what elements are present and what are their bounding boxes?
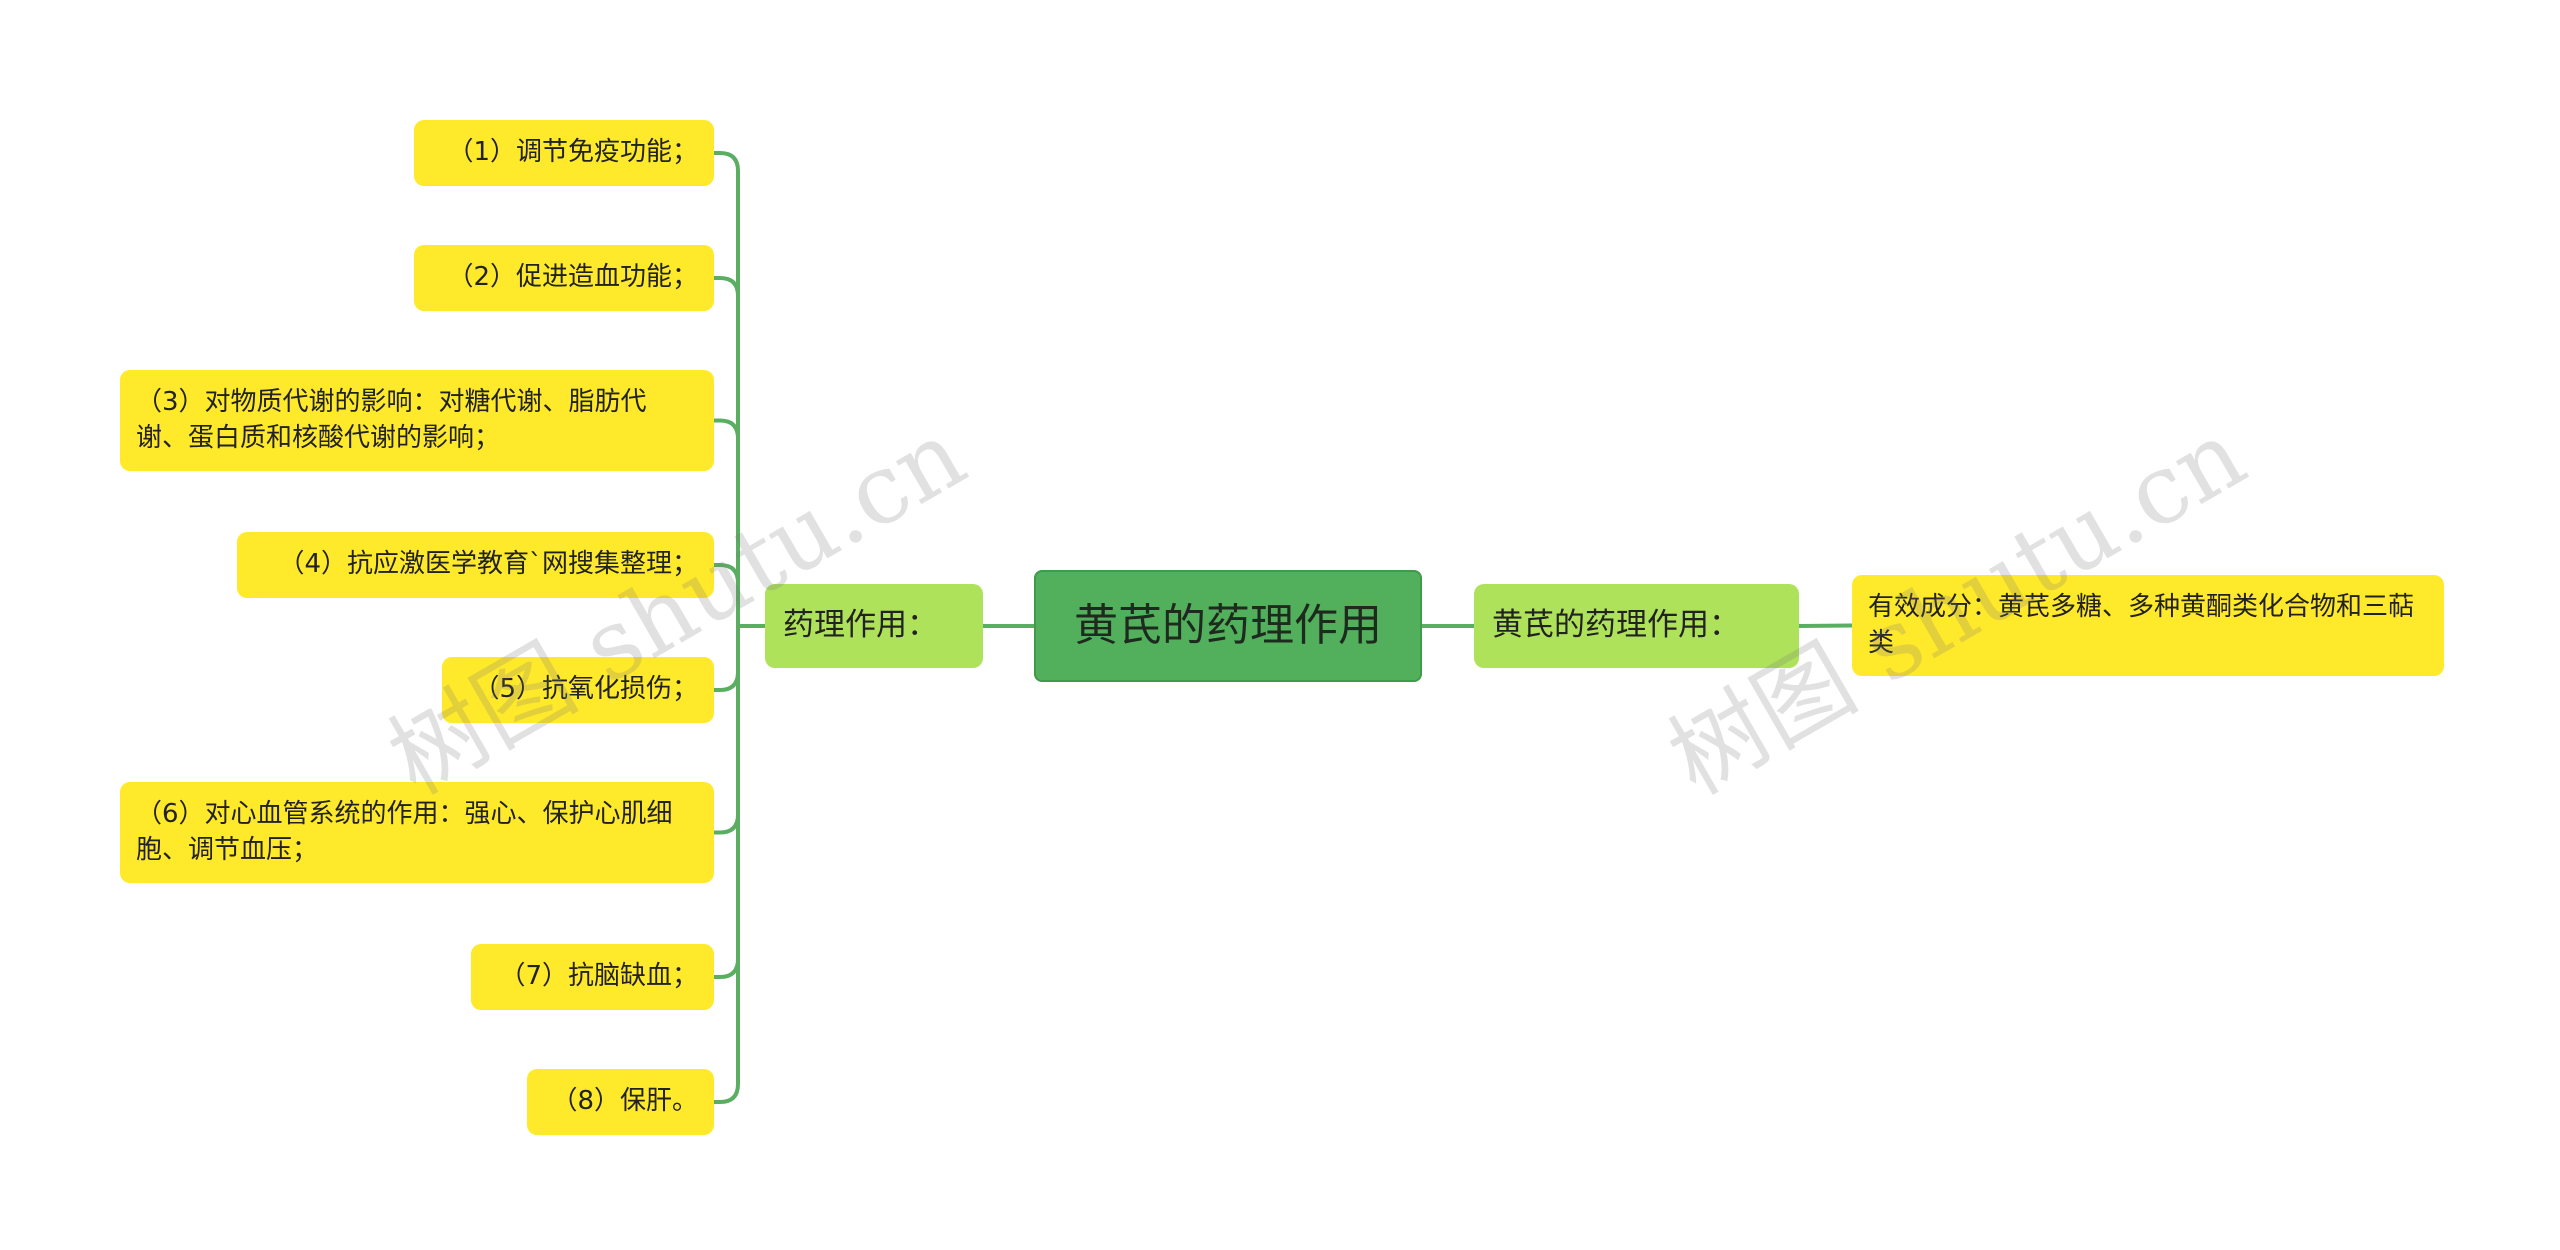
- left-leaf-8[interactable]: （8）保肝。: [527, 1069, 714, 1135]
- connector-left-leaf-7: [712, 624, 740, 979]
- right-leaf-1[interactable]: 有效成分：黄芪多糖、多种黄酮类化合物和三萜类: [1852, 575, 2444, 676]
- root-node[interactable]: 黄芪的药理作用: [1034, 570, 1422, 682]
- right-branch-node[interactable]: 黄芪的药理作用：: [1474, 584, 1799, 668]
- connector-left-leaf-5: [712, 624, 740, 692]
- connector-left-leaf-8: [712, 624, 740, 1104]
- left-branch-node[interactable]: 药理作用：: [765, 584, 983, 668]
- connector-right-branch-leaf: [1797, 623, 1854, 628]
- connector-left-leaf-1: [712, 151, 740, 628]
- connector-left-leaf-4: [712, 563, 740, 628]
- left-leaf-6[interactable]: （6）对心血管系统的作用：强心、保护心肌细胞、调节血压；: [120, 782, 714, 883]
- connector-left-leaf-6: [712, 624, 740, 835]
- connector-left-leaf-3: [712, 418, 740, 628]
- left-leaf-7[interactable]: （7）抗脑缺血；: [471, 944, 714, 1010]
- connector-left-leaf-2: [712, 276, 740, 628]
- left-leaf-4[interactable]: （4）抗应激医学教育`网搜集整理；: [237, 532, 714, 598]
- left-leaf-3[interactable]: （3）对物质代谢的影响：对糖代谢、脂肪代谢、蛋白质和核酸代谢的影响；: [120, 370, 714, 471]
- left-leaf-2[interactable]: （2）促进造血功能；: [414, 245, 714, 311]
- left-leaf-1[interactable]: （1）调节免疫功能；: [414, 120, 714, 186]
- left-leaf-5[interactable]: （5）抗氧化损伤；: [442, 657, 714, 723]
